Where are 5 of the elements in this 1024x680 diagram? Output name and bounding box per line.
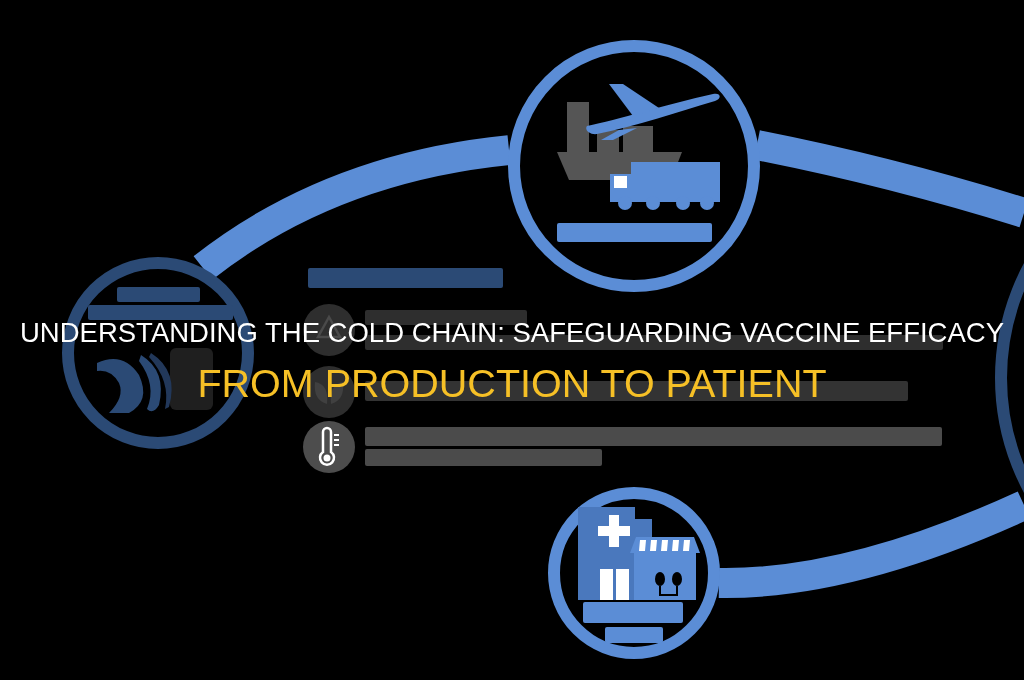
circle-node [548, 487, 720, 659]
connector-band [718, 491, 1024, 598]
heading: UNDERSTANDING THE COLD CHAIN: SAFEGUARDING VACCINE EFFICACY [20, 316, 1004, 349]
circle-node [508, 40, 760, 292]
subheading: FROM PRODUCTION TO PATIENT [197, 360, 827, 407]
